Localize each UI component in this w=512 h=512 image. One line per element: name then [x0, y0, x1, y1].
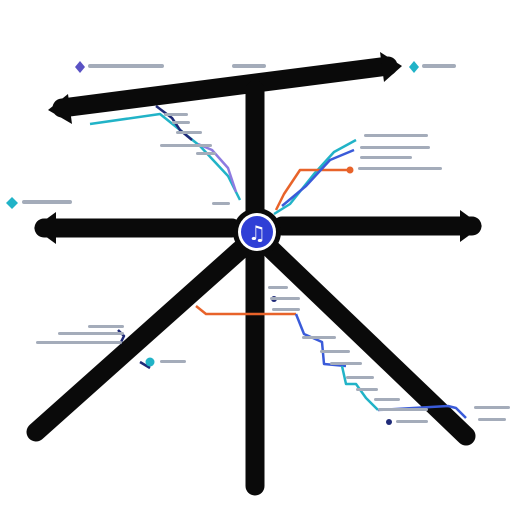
music-note-icon: ♫ — [248, 221, 266, 245]
placeholder-labels — [22, 64, 510, 423]
placeholder-label — [302, 336, 336, 339]
placeholder-label — [360, 156, 412, 159]
placeholder-label — [346, 376, 374, 379]
connector-lines — [89, 105, 467, 419]
placeholder-label — [160, 360, 186, 363]
hub-core — [241, 216, 273, 248]
placeholder-label — [320, 350, 350, 353]
placeholder-label — [360, 146, 430, 149]
connector-blue-upper-right — [281, 148, 355, 207]
placeholder-label — [270, 297, 300, 300]
placeholder-label — [88, 325, 124, 328]
connector-teal-upper-right — [273, 138, 357, 216]
trunk-arrowheads — [34, 52, 482, 244]
top-bar — [52, 56, 398, 118]
placeholder-label — [396, 420, 428, 423]
dot-marker-icon — [386, 419, 392, 425]
placeholder-label — [212, 202, 230, 205]
arrowhead-middle-right — [460, 210, 482, 242]
placeholder-label — [356, 388, 378, 391]
connector-orange-lower-left — [195, 305, 296, 316]
placeholder-label — [88, 64, 164, 68]
central-hub: ♫ — [233, 208, 281, 256]
placeholder-label — [422, 64, 456, 68]
placeholder-label — [478, 418, 506, 421]
connector-teal-lower-right — [340, 365, 379, 411]
placeholder-label — [36, 341, 122, 344]
arrowhead-top-right — [380, 52, 402, 82]
placeholder-label — [196, 152, 216, 155]
placeholder-label — [176, 131, 202, 134]
markers — [6, 61, 419, 425]
placeholder-label — [160, 144, 212, 147]
placeholder-label — [232, 64, 266, 68]
placeholder-label — [358, 167, 442, 170]
placeholder-label — [272, 308, 300, 311]
trunk-structure — [26, 56, 482, 496]
arrowhead-middle-left — [34, 212, 56, 244]
diamond-marker-icon — [409, 61, 419, 73]
placeholder-label — [172, 121, 190, 124]
placeholder-label — [378, 408, 428, 411]
diamond-marker-icon — [6, 197, 18, 209]
lower-right-leg — [262, 240, 476, 446]
placeholder-label — [330, 362, 362, 365]
placeholder-label — [22, 200, 72, 204]
connector-navy-left — [139, 360, 151, 370]
placeholder-label — [374, 398, 400, 401]
connector-orange-upper-right — [274, 168, 350, 211]
placeholder-label — [58, 332, 124, 335]
placeholder-label — [164, 113, 188, 116]
diamond-marker-icon — [75, 61, 85, 73]
arrowhead-top-left — [48, 94, 72, 124]
placeholder-label — [268, 286, 288, 289]
dot-marker-icon — [346, 166, 354, 174]
dot-marker-icon — [145, 357, 155, 367]
lower-left-leg — [26, 240, 250, 442]
placeholder-label — [364, 134, 428, 137]
placeholder-label — [474, 406, 510, 409]
